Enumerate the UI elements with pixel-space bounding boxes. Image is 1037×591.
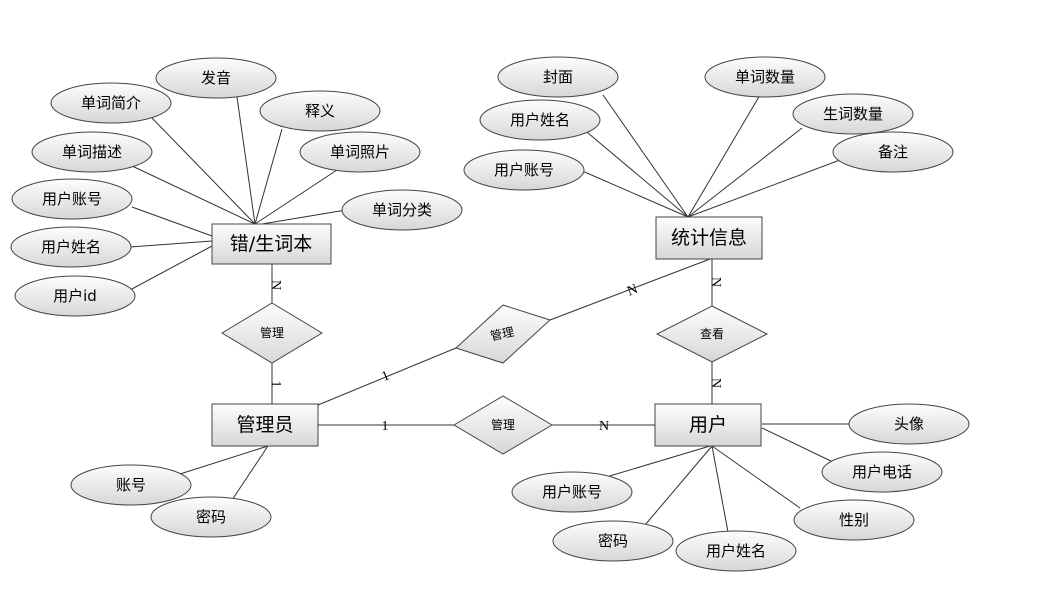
attr-danci-shuliang-label: 单词数量 [735, 68, 795, 86]
attr-ad-mima-label: 密码 [196, 508, 226, 526]
attr-shengci-shuliang: 生词数量 [792, 93, 914, 135]
relationship-manage-user: 管理 [453, 395, 553, 455]
attr-u-yonghu-zhanghao: 用户账号 [511, 471, 633, 513]
attr-st-yonghu-zhanghao-label: 用户账号 [494, 161, 554, 179]
attr-st-yonghu-xingming: 用户姓名 [479, 99, 601, 141]
card-admin-diag-1: 1 [380, 368, 392, 385]
entity-wordbook-label: 错/生词本 [230, 233, 312, 255]
attr-yonghu-dianhua-label: 用户电话 [852, 463, 912, 481]
entity-stats-label: 统计信息 [671, 227, 747, 249]
card-stats-n1: N [625, 282, 640, 300]
relationship-view-label: 查看 [700, 327, 724, 341]
attr-ad-mima: 密码 [150, 496, 272, 538]
entity-stats: 统计信息 [655, 216, 763, 260]
card-admin-top-1: 1 [268, 381, 283, 388]
entity-admin: 管理员 [211, 403, 319, 447]
attr-beizhu-label: 备注 [878, 143, 908, 161]
attr-beizhu: 备注 [832, 131, 954, 173]
attr-wb-yonghu-zhanghao-label: 用户账号 [42, 190, 102, 208]
attr-xingbie: 性别 [793, 499, 915, 541]
attr-fayin-label: 发音 [201, 69, 231, 87]
entity-user-label: 用户 [689, 414, 727, 436]
card-user-top-n: N [708, 378, 723, 388]
attr-danci-miaoshu-label: 单词描述 [62, 143, 122, 161]
attr-yonghu-dianhua: 用户电话 [821, 451, 943, 493]
attr-danci-jianjie-label: 单词简介 [81, 94, 141, 112]
attr-danci-fenlei: 单词分类 [341, 189, 463, 231]
card-user-left-n: N [599, 419, 609, 434]
attr-shiyi-label: 释义 [305, 102, 335, 120]
attr-wb-yonghu-xingming-label: 用户姓名 [41, 238, 101, 256]
attr-u-mima-label: 密码 [598, 532, 628, 550]
entity-admin-label: 管理员 [236, 414, 293, 436]
relationship-manage-stats: 管理 [455, 304, 551, 364]
attr-fengmian: 封面 [497, 56, 619, 98]
attr-danci-fenlei-label: 单词分类 [372, 201, 432, 219]
attr-danci-zhaopian: 单词照片 [299, 131, 421, 173]
attr-fengmian-label: 封面 [543, 68, 573, 86]
attr-wb-yonghu-xingming: 用户姓名 [10, 226, 132, 268]
attr-xingbie-label: 性别 [839, 511, 869, 529]
attr-fayin: 发音 [155, 57, 277, 99]
attr-touxiang: 头像 [848, 403, 970, 445]
attr-danci-miaoshu: 单词描述 [31, 131, 153, 173]
attr-touxiang-label: 头像 [894, 415, 924, 433]
attr-zhanghao: 账号 [70, 464, 192, 506]
attr-u-yonghu-zhanghao-label: 用户账号 [542, 483, 602, 501]
card-admin-right-1: 1 [382, 419, 389, 434]
attr-st-yonghu-zhanghao: 用户账号 [463, 149, 585, 191]
entity-user: 用户 [654, 403, 762, 447]
attr-u-yonghu-xingming: 用户姓名 [675, 530, 797, 572]
connector-lines [129, 94, 850, 533]
attr-wb-yonghu-zhanghao: 用户账号 [11, 178, 133, 220]
attr-yonghu-id: 用户id [14, 275, 136, 317]
entity-wordbook: 错/生词本 [211, 223, 332, 265]
card-wordbook-n: N [268, 280, 283, 290]
relationship-manage-wordbook: 管理 [221, 302, 323, 364]
attr-danci-shuliang: 单词数量 [704, 56, 826, 98]
relationship-manage-user-label: 管理 [491, 417, 515, 432]
attr-zhanghao-label: 账号 [116, 476, 146, 494]
attr-shengci-shuliang-label: 生词数量 [823, 105, 883, 123]
attr-shiyi: 释义 [259, 90, 381, 132]
attr-u-yonghu-xingming-label: 用户姓名 [706, 542, 766, 560]
attribute-ellipses: 发音 单词简介 释义 单词描述 单词照片 用户账号 单词分类 用户姓名 [10, 56, 970, 572]
attr-st-yonghu-xingming-label: 用户姓名 [510, 111, 570, 129]
card-stats-n2: N [708, 277, 723, 287]
relationship-manage-stats-label: 管理 [489, 324, 516, 344]
attr-yonghu-id-label: 用户id [53, 287, 97, 305]
attr-danci-jianjie: 单词简介 [50, 82, 172, 124]
relationship-view: 查看 [655, 305, 769, 363]
attr-u-mima: 密码 [552, 520, 674, 562]
relationship-manage-wordbook-label: 管理 [260, 325, 284, 340]
attr-danci-zhaopian-label: 单词照片 [330, 143, 390, 161]
